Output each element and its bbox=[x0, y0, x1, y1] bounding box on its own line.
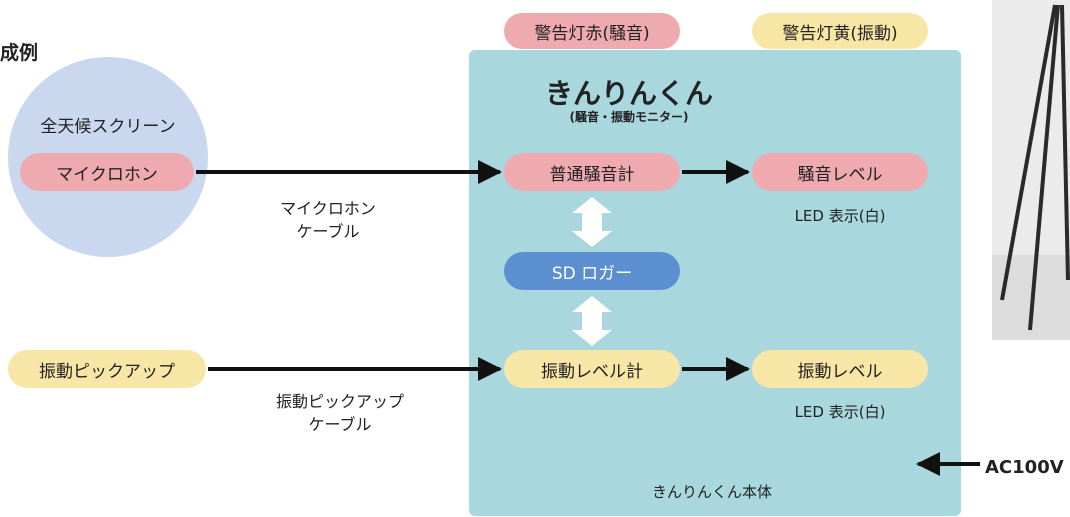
vibration-cable-label-line2: ケーブル bbox=[308, 415, 372, 435]
device-title: きんりんくん bbox=[544, 77, 713, 110]
vibration-cable-label-line1: 振動ピックアップ bbox=[275, 392, 404, 411]
mic-cable-label: マイクロホン ケーブル bbox=[248, 197, 408, 243]
device-body-label: きんりんくん本体 bbox=[651, 483, 772, 501]
vibration-level-node: 振動レベル bbox=[752, 350, 928, 388]
tripod-leg-right bbox=[1060, 4, 1070, 281]
tripod-leg-center bbox=[1028, 4, 1060, 331]
sound-logger-double-arrow bbox=[572, 197, 612, 247]
logger-vibration-double-arrow bbox=[572, 296, 612, 346]
power-label: AC100V bbox=[985, 457, 1064, 478]
device-subtitle: (騒音・振動モニター) bbox=[569, 110, 689, 124]
section-title: 成例 bbox=[0, 42, 39, 64]
vibration-pickup-node: 振動ピックアップ bbox=[8, 350, 206, 388]
all-weather-screen-label: 全天候スクリーン bbox=[40, 117, 176, 137]
sd-logger-node: SD ロガー bbox=[504, 252, 680, 290]
sound-level-meter-node: 普通騒音計 bbox=[504, 153, 680, 191]
microphone-node: マイクロホン bbox=[20, 153, 194, 191]
noise-led-label: LED 表示(白) bbox=[794, 207, 886, 225]
noise-level-node: 騒音レベル bbox=[752, 153, 928, 191]
mic-cable-label-line1: マイクロホン bbox=[280, 199, 376, 218]
vibration-led-label: LED 表示(白) bbox=[794, 403, 886, 421]
tripod-leg-left bbox=[1000, 4, 1057, 301]
warning-light-yellow: 警告灯黄(振動) bbox=[752, 13, 928, 49]
mic-cable-label-line2: ケーブル bbox=[296, 222, 360, 242]
warning-light-red: 警告灯赤(騒音) bbox=[504, 13, 680, 49]
vibration-level-meter-node: 振動レベル計 bbox=[504, 350, 680, 388]
vibration-cable-label: 振動ピックアップ ケーブル bbox=[240, 390, 440, 436]
